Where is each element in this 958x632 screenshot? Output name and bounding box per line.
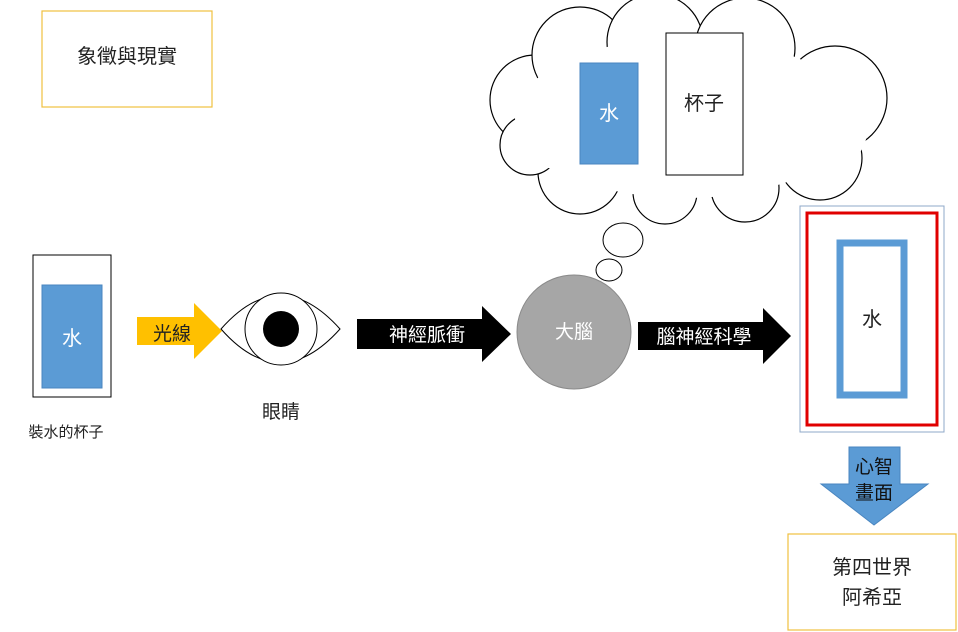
eye-caption: 眼睛 bbox=[262, 401, 300, 423]
mental-image-line1: 心智 bbox=[855, 456, 893, 478]
cup-caption: 裝水的杯子 bbox=[28, 423, 103, 441]
light-label: 光線 bbox=[153, 323, 191, 345]
thought-bubbles bbox=[595, 222, 644, 282]
neuroscience-arrow: 腦神經科學 bbox=[638, 308, 791, 364]
brain-circle: 大腦 bbox=[516, 274, 632, 390]
title-text: 象徵與現實 bbox=[77, 44, 177, 68]
mental-image-line2: 畫面 bbox=[855, 482, 893, 504]
light-arrow: 光線 bbox=[137, 303, 222, 359]
mental-image-arrow: 心智 畫面 bbox=[819, 446, 930, 526]
title-box: 象徵與現實 bbox=[41, 10, 213, 108]
cloud-cup-label: 杯子 bbox=[684, 91, 724, 115]
brain-label: 大腦 bbox=[555, 321, 593, 343]
frame-water-label: 水 bbox=[862, 307, 882, 331]
neuroscience-label: 腦神經科學 bbox=[656, 326, 751, 348]
fourth-world-line1: 第四世界 bbox=[832, 555, 912, 579]
cloud-cup-block: 杯子 bbox=[665, 32, 744, 176]
cloud-water-label: 水 bbox=[599, 101, 619, 125]
nerve-label: 神經脈衝 bbox=[389, 324, 465, 346]
cloud-water-block: 水 bbox=[579, 62, 639, 165]
cup-with-water: 水 bbox=[32, 254, 112, 398]
water-label-cup: 水 bbox=[62, 326, 82, 350]
water-block bbox=[41, 284, 103, 389]
fourth-world-line2: 阿希亞 bbox=[842, 585, 902, 609]
nerve-impulse-arrow: 神經脈衝 bbox=[357, 306, 511, 362]
eye-icon bbox=[220, 292, 341, 366]
framed-water-picture: 水 bbox=[799, 205, 945, 433]
fourth-world-box: 第四世界 阿希亞 bbox=[787, 533, 957, 631]
